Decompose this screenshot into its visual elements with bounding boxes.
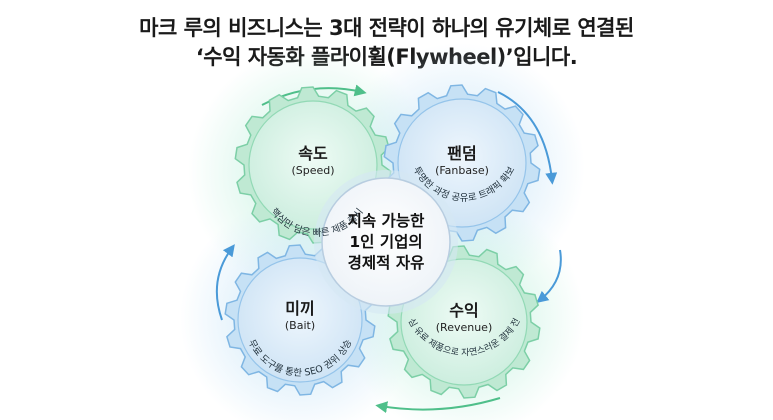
flow-arrow-left (215, 244, 235, 321)
flow-arrow-bottom (375, 397, 501, 414)
gear-title-bait: 미끼 (285, 299, 315, 318)
gear-label-revenue: 수익 (Revenue) (414, 297, 514, 334)
gear-title-fanbase: 팬덤 (447, 144, 477, 163)
gear-subtitle-revenue: (Revenue) (435, 321, 493, 334)
gear-subtitle-speed: (Speed) (291, 164, 335, 177)
headline-line-1: 마크 루의 비즈니스는 3대 전략이 하나의 유기체로 연결된 (139, 16, 634, 40)
gear-subtitle-fanbase: (Fanbase) (435, 164, 489, 177)
gear-title-revenue: 수익 (449, 301, 479, 320)
center-line-2: 1인 기업의 (349, 233, 423, 251)
gear-title-speed: 속도 (298, 144, 328, 163)
gear-label-speed: 속도 (Speed) (263, 140, 363, 177)
flow-arrow-right (536, 249, 562, 304)
center-text: 지속 가능한 1인 기업의 경제적 자유 (316, 211, 456, 274)
center-line-3: 경제적 자유 (347, 254, 425, 272)
flow-arrow-top-right (497, 91, 558, 185)
center-hub (321, 177, 451, 307)
center-line-1: 지속 가능한 (347, 212, 425, 230)
gear-label-bait: 미끼 (Bait) (250, 295, 350, 332)
gear-subtitle-bait: (Bait) (284, 319, 316, 332)
gear-label-fanbase: 팬덤 (Fanbase) (412, 140, 512, 177)
